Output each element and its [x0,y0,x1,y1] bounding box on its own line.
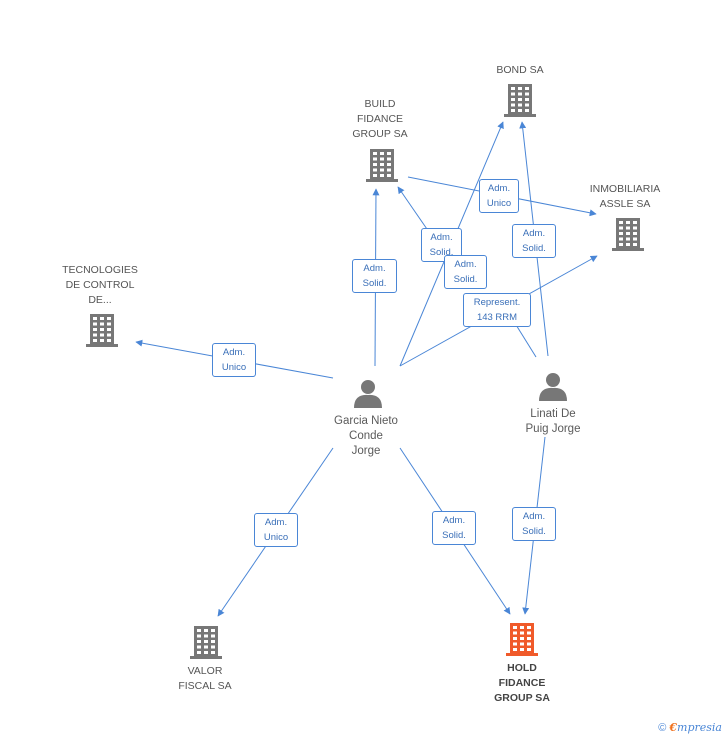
node-label-tecno[interactable]: TECNOLOGIES DE CONTROL DE... [62,264,138,306]
person-icon-garcia[interactable] [354,380,382,408]
brand-logo-initial: € [669,721,678,734]
building-icon-tecno[interactable] [86,314,118,347]
node-label-linati[interactable]: Linati De Puig Jorge [525,408,581,435]
person-icon-linati[interactable] [539,373,567,401]
node-label-valor[interactable]: VALOR FISCAL SA [178,665,232,692]
node-label-bond[interactable]: BOND SA [496,64,544,76]
icons-layer [86,84,644,659]
brand-name: mpresia [677,721,722,734]
edges-layer [135,121,598,617]
building-icon-build[interactable] [366,149,398,182]
building-icon-valor[interactable] [190,626,222,659]
footer-brand: © €mpresia [658,721,722,734]
node-label-hold[interactable]: HOLD FIDANCE GROUP SA [494,662,550,704]
node-label-garcia[interactable]: Garcia Nieto Conde Jorge [334,415,398,457]
edge-badge[interactable]: Adm. Unico [254,513,298,547]
edge-badge[interactable]: Adm. Solid. [512,507,556,541]
edge-badge[interactable]: Represent. 143 RRM [463,293,531,327]
node-label-inmob[interactable]: INMOBILIARIA ASSLE SA [589,183,661,210]
edge-badge[interactable]: Adm. Unico [479,179,519,213]
edge-badge[interactable]: Adm. Solid. [352,259,397,293]
building-icon-inmob[interactable] [612,218,644,251]
edge-badge[interactable]: Adm. Solid. [512,224,556,258]
edge-badge[interactable]: Adm. Solid. [444,255,487,289]
building-icon-bond[interactable] [504,84,536,117]
node-label-build[interactable]: BUILD FIDANCE GROUP SA [352,98,408,140]
edge-badge[interactable]: Adm. Solid. [421,228,462,262]
building-icon-hold[interactable] [506,623,538,656]
edge-badge[interactable]: Adm. Solid. [432,511,476,545]
copyright-symbol: © [658,722,667,734]
edge-badge[interactable]: Adm. Unico [212,343,256,377]
